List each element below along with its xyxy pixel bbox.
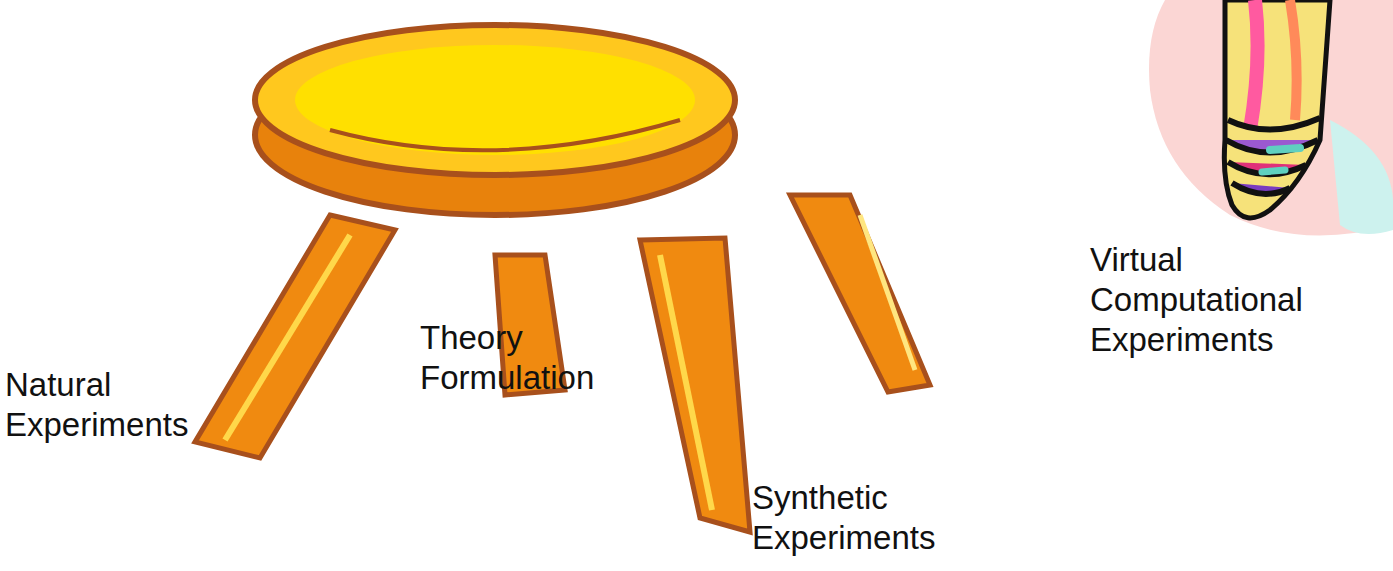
stool-leg [195,215,395,458]
pencil-body [1224,0,1330,218]
leg-label: Theory Formulation [420,318,630,398]
pencil-stripe [1250,0,1258,130]
pencil-background [1330,120,1393,234]
pencil-ring [1232,183,1290,194]
leg-label: Natural Experiments [5,365,205,445]
stool-leg-highlight [225,235,350,440]
pencil-background [1149,0,1393,235]
stool-seat-shine [295,45,695,155]
pencil-ring [1228,118,1320,130]
stool-leg [640,238,750,532]
stool-seat-top [255,25,735,175]
leg-label: Virtual Computational Experiments [1090,240,1340,360]
pencil-ring [1226,140,1318,153]
stool-leg [790,195,930,392]
stool-leg-highlight [860,215,915,370]
pencil-mark [1262,170,1285,172]
leg-label: Synthetic Experiments [752,478,972,558]
pencil-ring [1228,162,1306,174]
stool-seat-rim [330,120,680,150]
stool-leg-highlight [660,255,712,510]
pencil-stripe [1290,0,1297,120]
pencil-mark [1270,148,1300,150]
